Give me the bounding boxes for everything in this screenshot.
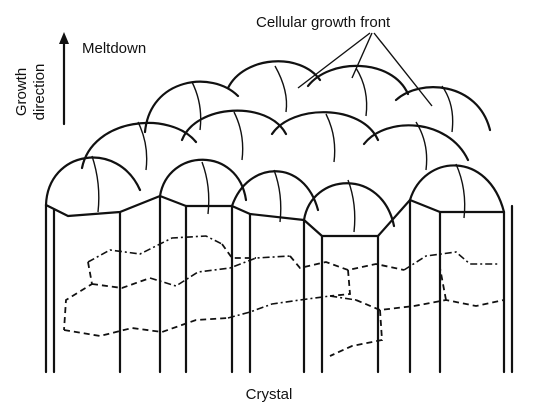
dome-row-front [46,156,504,232]
growth-direction-label-line2: direction [31,64,48,121]
cell-rims [46,196,504,236]
internal-cross-sections [64,236,504,356]
cell-columns [46,196,512,372]
growth-front-leader-lines [298,33,432,106]
meltdown-label: Meltdown [82,40,146,57]
growth-direction-label-line1: Growth [13,68,30,116]
dome-row-middle [82,111,468,170]
crystal-label: Crystal [246,386,293,403]
cellular-growth-front-label: Cellular growth front [256,14,391,31]
growth-direction-arrow [59,32,69,124]
